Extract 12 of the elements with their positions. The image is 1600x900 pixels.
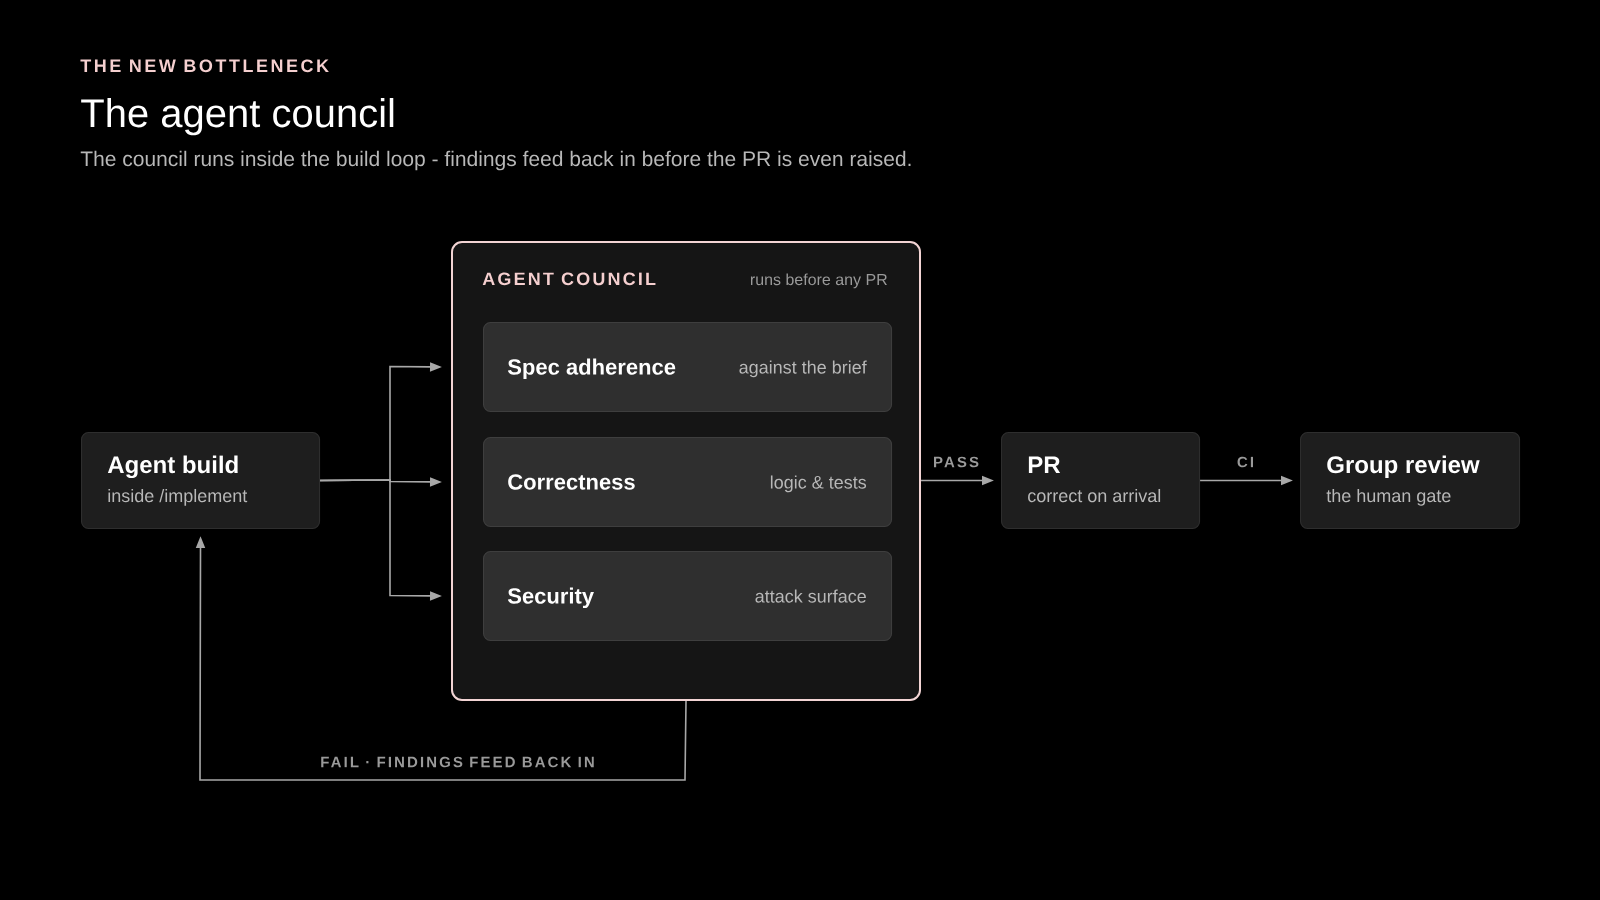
edge-label: PASS	[930, 454, 982, 470]
check-box: Spec adherence against the brief	[483, 322, 893, 413]
check-box: Correctness logic & tests	[483, 437, 893, 528]
process-box: PR correct on arrival	[1001, 432, 1201, 530]
subtitle: The council runs inside the build loop - findings feed back in before the PR is even raised.	[80, 150, 911, 171]
edge-label: FAIL · FINDINGS FEED BACK IN	[317, 754, 598, 770]
process-box: Agent build inside /implement	[81, 432, 321, 530]
title: The agent council	[81, 98, 394, 136]
process-box: Group review the human gate	[1300, 432, 1521, 530]
edge-label: CI	[1234, 454, 1257, 470]
check-box: Security attack surface	[483, 551, 893, 642]
eyebrow-text: THE NEW BOTTLENECK	[80, 59, 329, 73]
